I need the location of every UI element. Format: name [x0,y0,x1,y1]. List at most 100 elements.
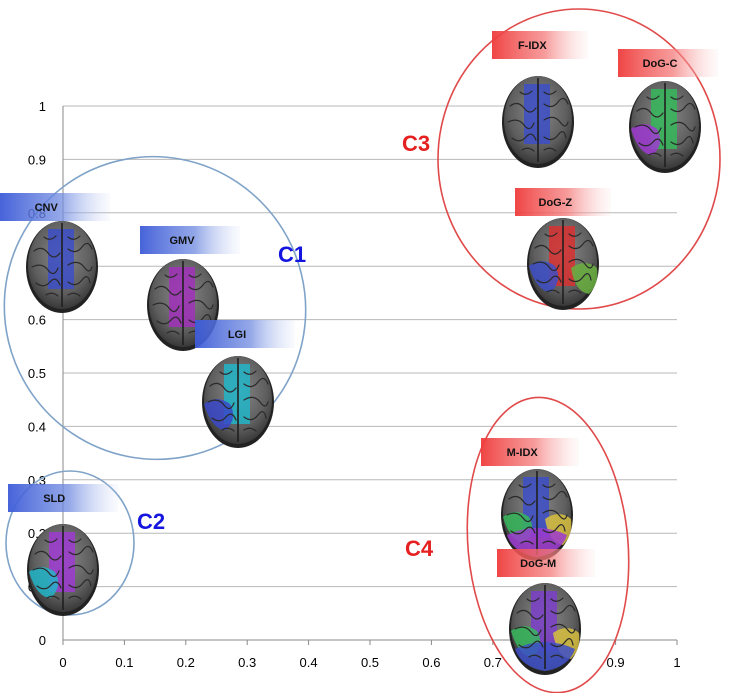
point-label-badge [0,193,110,221]
gyrus-line [506,512,534,523]
gyrus-line [568,289,582,294]
point-label-badge [515,188,611,216]
gyrus-line [67,292,81,297]
cluster-label-c4: C4 [405,536,434,561]
gyrus-line [152,302,180,313]
point-dog-m: DoG-M [497,549,595,675]
gyrus-line [542,540,556,545]
gyrus-line [32,567,60,578]
gyrus-line [68,545,94,556]
point-label: DoG-C [643,58,678,70]
x-tick-label: 0.6 [422,655,440,670]
brain-region [48,229,74,289]
point-m-idx: M-IDX [481,438,579,561]
gyrus-line [243,427,257,432]
gyrus-line [526,597,540,602]
gyrus-line [33,247,61,258]
gyrus-line [509,102,537,113]
gyrus-line [31,264,59,275]
gyrus-line [519,90,533,95]
gyrus-line [670,95,684,100]
gyrus-line [550,623,576,634]
y-tick-label: 0.9 [28,152,46,167]
gyrus-line [36,581,62,590]
gyrus-line [518,483,532,488]
gyrus-line [546,289,560,294]
point-label: F-IDX [518,40,547,52]
gyrus-line [542,524,566,534]
gyrus-line [44,538,58,543]
gyrus-line [568,239,594,250]
point-label-badge [195,320,295,348]
x-tick-label: 0.1 [115,655,133,670]
gyrus-line [646,95,660,100]
gyrus-line [68,595,82,600]
brain-region [571,263,598,294]
x-tick-label: 1 [673,655,680,670]
gyrus-line [543,116,569,127]
point-label-badge [492,31,588,59]
gyrus-line [542,490,568,501]
x-tick-label: 0.2 [177,655,195,670]
gyrus-line [638,138,664,147]
gyrus-line [166,330,180,335]
point-sld: SLD [8,484,118,616]
gyrus-line [550,638,574,648]
gyrus-line [532,261,560,272]
point-label-badge [481,438,579,466]
point-f-idx: F-IDX [492,31,588,168]
point-label: DoG-M [520,558,556,570]
gyrus-line [543,131,567,141]
gyrus-line [550,604,576,615]
gyrus-line [670,152,684,157]
cluster-layer [3,8,721,693]
point-label: M-IDX [507,447,539,459]
gyrus-line [156,316,182,325]
point-label: SLD [43,493,65,505]
gyrus-line [568,273,592,283]
gyrus-line [648,152,662,157]
point-label: LGI [228,329,246,341]
point-label: CNV [35,202,59,214]
axis-layer: 00.10.20.30.40.50.60.70.80.9100.10.20.30… [28,99,681,670]
gyrus-line [43,235,57,240]
gyrus-line [211,413,237,422]
cluster-label-c1: C1 [278,242,306,267]
gyrus-line [550,597,564,602]
gyrus-line [550,654,564,659]
gyrus-line [543,90,557,95]
gyrus-line [243,377,269,388]
gyrus-line [243,396,269,407]
gyrus-line [544,232,558,237]
x-tick-label: 0.7 [484,655,502,670]
point-lgi: LGI [195,320,295,448]
gyrus-line [670,102,696,113]
brain-region [524,84,550,144]
gyrus-line [634,124,662,135]
x-tick-label: 0.9 [607,655,625,670]
y-tick-label: 0.5 [28,366,46,381]
gyrus-line [68,564,94,575]
gyrus-line [45,292,59,297]
point-label-badge [8,484,118,512]
gyrus-line [636,107,664,118]
gyrus-line [221,427,235,432]
gyrus-line [67,242,93,253]
gyrus-line [68,579,92,589]
point-dog-z: DoG-Z [515,188,611,310]
gyrus-line [188,273,202,278]
gyrus-line [510,526,536,535]
gyrus-line [164,273,178,278]
point-label-badge [140,226,240,254]
gyrus-line [511,133,537,142]
point-label-badge [618,49,718,77]
y-tick-label: 0.4 [28,419,46,434]
brain-region [169,267,195,327]
gyrus-line [243,370,257,375]
x-tick-label: 0 [59,655,66,670]
point-dog-c: DoG-C [618,49,718,173]
gyrus-line [67,261,93,272]
